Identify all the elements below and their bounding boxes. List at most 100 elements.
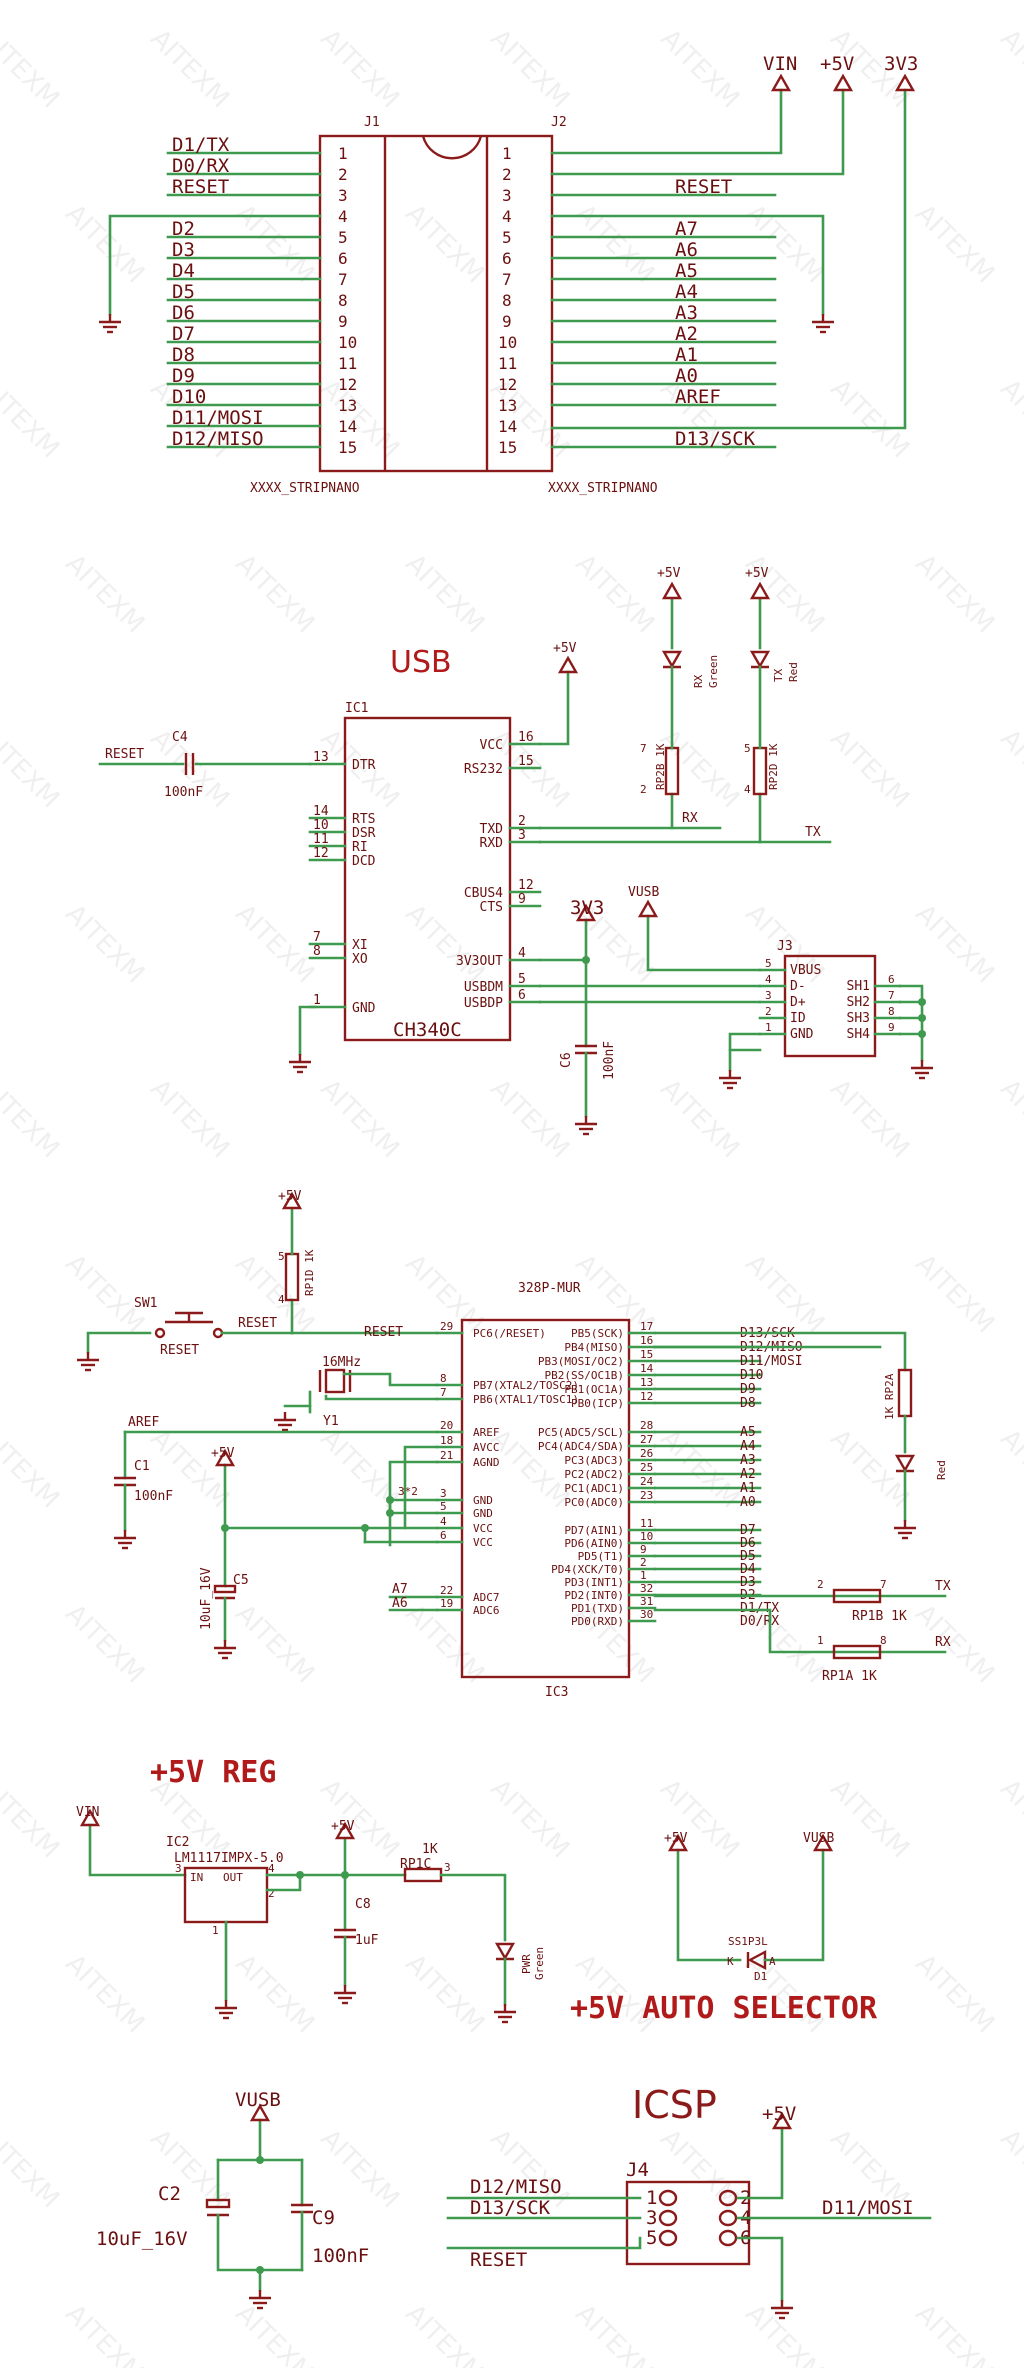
j1-net-label: D5 [172, 281, 195, 303]
ic1-pin-name: CBUS4 [464, 886, 503, 901]
ic1-body [343, 716, 512, 1042]
v5-power-icon [662, 582, 682, 600]
j3-pin-name: D+ [790, 995, 806, 1010]
watermark-text: AITEXM [824, 724, 915, 815]
ic3-pin-name: PB5(SCK) [571, 1327, 624, 1340]
led-tx-color: Red [787, 662, 800, 682]
icsp-pin-number: 1 [646, 2187, 657, 2209]
ic2-out: OUT [223, 1871, 243, 1884]
watermark-text: AITEXM [399, 899, 490, 990]
j1-pin-number: 3 [338, 186, 348, 205]
rp2a-label: 1K RP2A [883, 1373, 896, 1420]
j3-pin-name: D- [790, 979, 806, 994]
ground-icon [492, 2002, 518, 2024]
rp2d-label: RP2D 1K [767, 743, 780, 790]
ic3-pin-number: 17 [640, 1320, 653, 1333]
vin-label: VIN [76, 1805, 99, 1820]
v33-label: 3V3 [884, 53, 918, 75]
ic2-pin1: 1 [212, 1924, 219, 1937]
icsp-pin-pad [718, 2189, 738, 2207]
sw1-reset: RESET [160, 1343, 199, 1358]
vusb-label: VUSB [628, 885, 659, 900]
j2-ref: J2 [551, 115, 567, 130]
j1-pin-number: 5 [338, 228, 348, 247]
j4-ref: J4 [626, 2159, 649, 2181]
c1-value: 100nF [134, 1489, 173, 1504]
j2-pin-number: 1 [502, 144, 512, 163]
watermark-text: AITEXM [229, 1599, 320, 1690]
c8-value: 1uF [355, 1933, 379, 1948]
v5-label: +5V [745, 566, 769, 581]
ic2-ref: IC2 [166, 1835, 189, 1850]
j1-pin-number: 4 [338, 207, 348, 226]
c9-ref: C9 [312, 2207, 335, 2229]
j2-part: XXXX_STRIPNANO [548, 481, 658, 496]
j1-net-label: D3 [172, 239, 195, 261]
j3-pin-name: SH4 [847, 1027, 871, 1042]
j1-net-label: D0/RX [172, 155, 230, 177]
icsp-pin-pad [718, 2209, 738, 2227]
pwr-led-label: PWR [520, 1954, 533, 1974]
ic3-pin-name: PC6(/RESET) [473, 1327, 546, 1340]
ic3-pin-number: 3 [440, 1487, 447, 1500]
ground-icon [810, 312, 836, 334]
j1-net-label: D7 [172, 323, 195, 345]
j2-net-label: A4 [675, 281, 698, 303]
watermark-text: AITEXM [654, 24, 745, 115]
ground-icon [892, 1518, 918, 1540]
ic3-pin-name: AGND [473, 1456, 500, 1469]
c5-ref: C5 [233, 1573, 249, 1588]
j3-pin-number: 4 [765, 973, 772, 986]
j1-pin-number: 9 [338, 312, 348, 331]
rp1a-pin8: 8 [880, 1634, 887, 1647]
reg-title: +5V REG [150, 1755, 276, 1790]
ic1-pin-number: 4 [518, 946, 526, 961]
ic3-pin-number: 12 [640, 1390, 653, 1403]
watermark-text: AITEXM [909, 1949, 1000, 2040]
c4-ref: C4 [172, 730, 188, 745]
j2-net-label: AREF [675, 386, 721, 408]
ic1-ref: IC1 [345, 701, 368, 716]
ic3-pin-number: 26 [640, 1447, 653, 1460]
reset-net: RESET [238, 1316, 277, 1331]
ic3-pin-name: PC2(ADC2) [564, 1468, 624, 1481]
ic3-pin-number: 4 [440, 1515, 447, 1528]
watermark-text: AITEXM [994, 724, 1024, 815]
watermark-text: AITEXM [59, 1599, 150, 1690]
ic1-pin-name: VCC [480, 738, 503, 753]
watermark-text: AITEXM [399, 199, 490, 290]
vin-label: VIN [763, 53, 797, 75]
ic1-pin-name: USBDM [464, 980, 503, 995]
mcu-section: 328P-MUR IC3 29PC6(/RESET)8PB7(XTAL2/TOS… [75, 1189, 951, 1700]
watermark-text: AITEXM [0, 1774, 65, 1865]
watermark-text: AITEXM [994, 1074, 1024, 1165]
xtal-ref: Y1 [323, 1414, 339, 1429]
vusb-label: VUSB [235, 2089, 281, 2111]
ic3-net-label: D8 [740, 1396, 756, 1411]
watermark-text: AITEXM [824, 1774, 915, 1865]
j2-net-label: A6 [675, 239, 698, 261]
ic3-pin-name: PD1(TXD) [571, 1602, 624, 1615]
j1-pin-number: 2 [338, 165, 348, 184]
sw1-ref: SW1 [134, 1296, 157, 1311]
j3-pin-number: 5 [765, 957, 772, 970]
ic3-net-label: A5 [740, 1425, 756, 1440]
j1-part: XXXX_STRIPNANO [250, 481, 360, 496]
j3-ref: J3 [777, 939, 793, 954]
j1-net-label: RESET [172, 176, 229, 198]
watermark-text: AITEXM [59, 2299, 150, 2368]
j2-net-label: A2 [675, 323, 698, 345]
ic2-pin4: 4 [268, 1862, 275, 1875]
ic3-ref: IC3 [545, 1685, 568, 1700]
j3-pin-number: 9 [888, 1021, 895, 1034]
c9-value: 100nF [312, 2245, 369, 2267]
j3-pin-name: SH1 [847, 979, 870, 994]
ic1-pin-number: 12 [313, 846, 329, 861]
ic3-pin-name: PB2(SS/OC1B) [545, 1369, 624, 1382]
ic2-in: IN [190, 1871, 203, 1884]
ic3-pin-number: 24 [640, 1475, 654, 1488]
ic3-net-label: A2 [740, 1467, 756, 1482]
watermark-text: AITEXM [0, 24, 65, 115]
v5-power-icon [558, 656, 578, 674]
rp2d-pin5: 5 [744, 742, 751, 755]
